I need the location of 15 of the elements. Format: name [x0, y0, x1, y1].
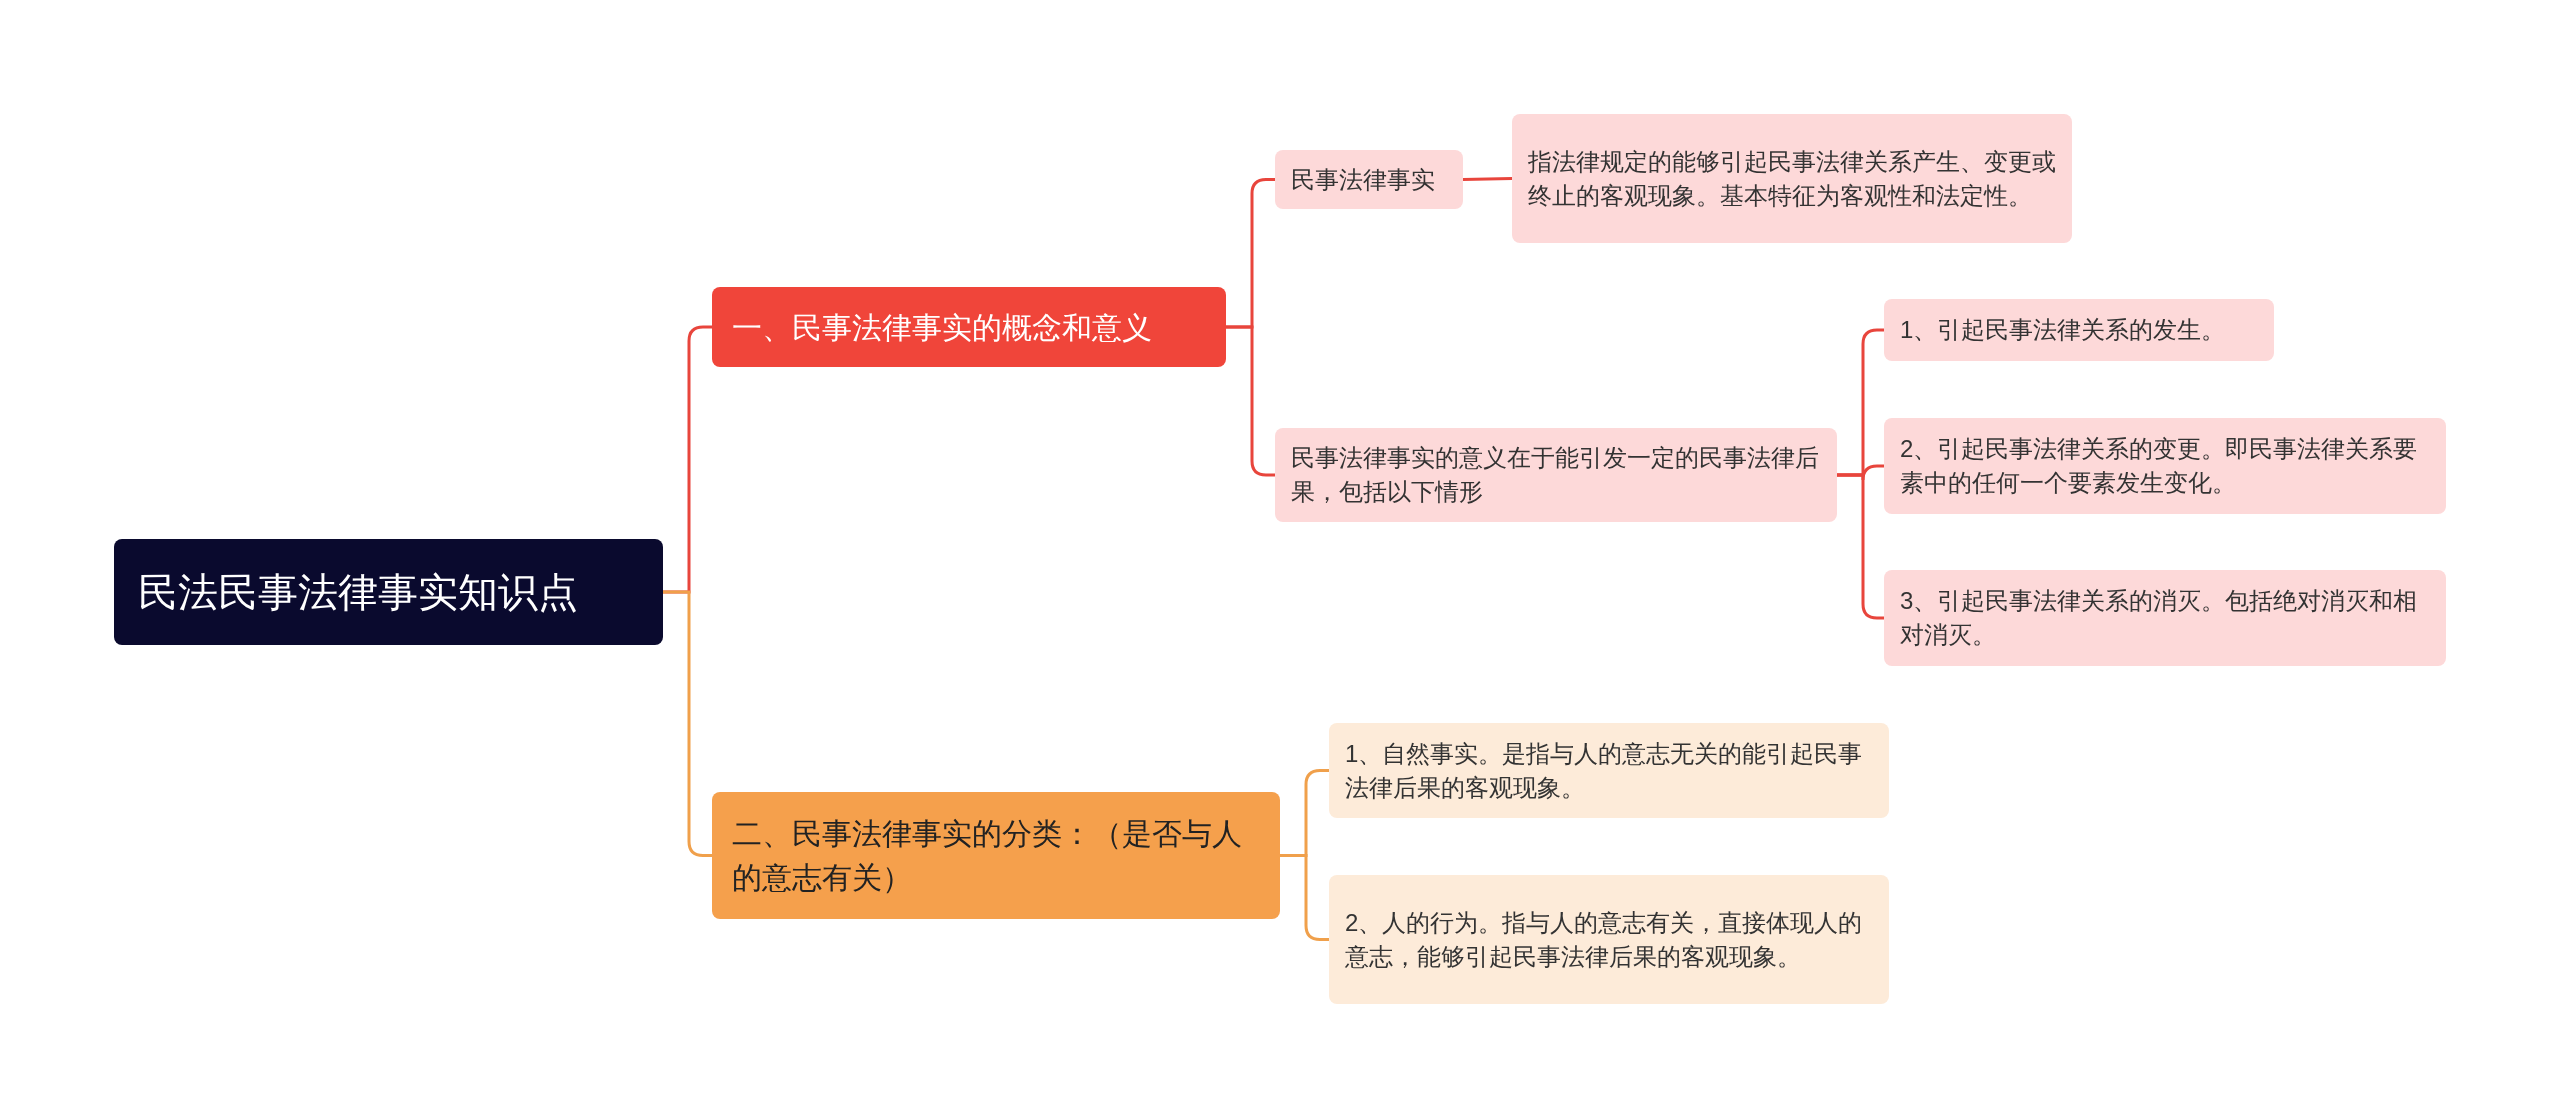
connector-line [1462, 177, 1513, 181]
branch-topic: 一、民事法律事实的概念和意义 [712, 287, 1226, 367]
subtopic: 3、引起民事法律关系的消灭。包括绝对消灭和相对消灭。 [1884, 570, 2446, 666]
connector-line [663, 590, 712, 857]
note-card: 指法律规定的能够引起民事法律关系产生、变更或终止的客观现象。基本特征为客观性和法定性。 [1512, 114, 2072, 243]
subtopic: 1、自然事实。是指与人的意志无关的能引起民事法律后果的客观现象。 [1329, 723, 1889, 818]
subtopic: 1、引起民事法律关系的发生。 [1884, 299, 2274, 361]
connector-line [1837, 473, 1884, 620]
root-topic: 民法民事法律事实知识点 [114, 539, 663, 645]
connector-line [1226, 325, 1275, 477]
subtopic: 2、人的行为。指与人的意志有关，直接体现人的意志，能够引起民事法律后果的客观现象。 [1329, 875, 1889, 1004]
branch-topic: 二、民事法律事实的分类：（是否与人的意志有关） [712, 792, 1280, 919]
subtopic: 2、引起民事法律关系的变更。即民事法律关系要素中的任何一个要素发生变化。 [1884, 418, 2446, 514]
subtopic: 民事法律事实 [1275, 150, 1463, 209]
subtopic: 民事法律事实的意义在于能引发一定的民事法律后果，包括以下情形 [1275, 428, 1837, 522]
